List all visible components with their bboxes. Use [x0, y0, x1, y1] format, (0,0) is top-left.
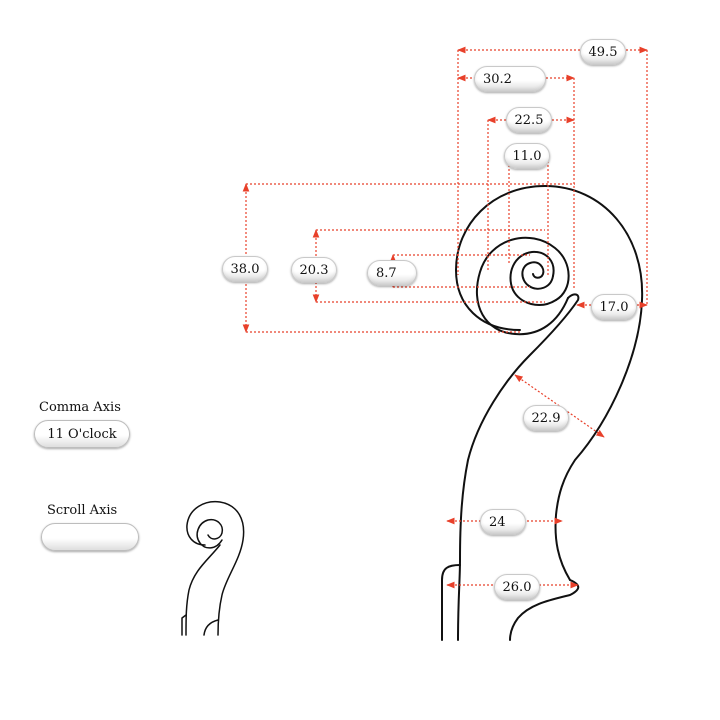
measure-30-2: 30.2	[474, 66, 546, 92]
comma-axis-input[interactable]	[34, 420, 130, 448]
measure-22-9: 22.9	[523, 405, 569, 431]
measure-value: 11.0	[512, 148, 542, 164]
measure-38-0: 38.0	[222, 256, 268, 282]
measure-value: 17.0	[599, 299, 629, 315]
measure-value: 38.0	[230, 261, 260, 277]
measure-value: 8.7	[376, 265, 397, 281]
measure-value: 30.2	[483, 71, 512, 87]
measure-value: 49.5	[588, 44, 618, 60]
measure-11-0: 11.0	[504, 143, 550, 169]
nut-outline	[441, 564, 461, 641]
scroll-outline-large	[441, 184, 644, 641]
measure-value: 22.9	[531, 410, 561, 426]
scroll-axis-label: Scroll Axis	[47, 503, 118, 518]
dimension-lines	[242, 46, 648, 589]
scroll-eye-core	[521, 261, 554, 290]
measure-value: 20.3	[299, 262, 329, 278]
measure-26-0: 26.0	[494, 574, 540, 600]
scroll-throat	[459, 293, 580, 561]
measure-value: 24	[489, 514, 506, 530]
measure-value: 26.0	[502, 579, 532, 595]
measure-22-5: 22.5	[506, 107, 552, 133]
pegbox-back	[457, 559, 461, 641]
comma-axis-label: Comma Axis	[39, 400, 121, 415]
scroll-outline-small	[181, 500, 245, 636]
measure-8-7: 8.7	[367, 260, 417, 286]
measure-49-5: 49.5	[580, 39, 626, 65]
scroll-eye-turn	[509, 250, 557, 306]
measure-17-0: 17.0	[591, 294, 637, 320]
measure-value: 22.5	[514, 112, 544, 128]
scroll-spiral	[454, 184, 644, 581]
scroll-inner-turn	[475, 236, 570, 336]
measure-20-3: 20.3	[291, 257, 337, 283]
measure-24: 24	[480, 509, 526, 535]
scroll-axis-input[interactable]	[41, 523, 139, 551]
